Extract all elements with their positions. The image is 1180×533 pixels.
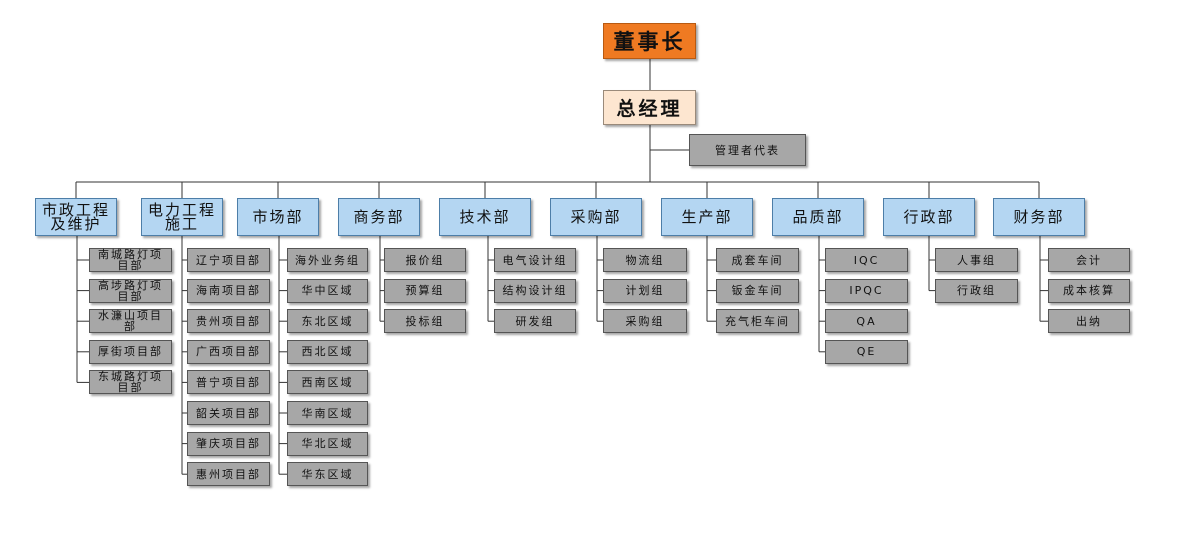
sub-unit-box: 行政组 — [935, 278, 1018, 303]
sub-unit-box: 预算组 — [384, 278, 466, 303]
sub-unit-box: 厚街项目部 — [89, 339, 172, 364]
sub-unit-box: 电气设计组 — [494, 248, 576, 272]
sub-unit-box: 结构设计组 — [494, 278, 576, 303]
department-box: 行政部 — [883, 198, 975, 236]
sub-unit-box: 贵州项目部 — [187, 309, 270, 334]
sub-unit-box: 研发组 — [494, 309, 576, 334]
department-box: 市场部 — [237, 198, 319, 236]
management-representative-box: 管理者代表 — [689, 134, 806, 166]
sub-unit-box: 物流组 — [603, 248, 687, 272]
sub-unit-box: 充气柜车间 — [716, 309, 799, 334]
sub-unit-box: IPQC — [825, 278, 908, 303]
chairman-box: 董事长 — [603, 23, 696, 59]
sub-unit-box: 韶关项目部 — [187, 401, 270, 425]
sub-unit-box: QA — [825, 309, 908, 334]
sub-unit-box: 南城路灯项目部 — [89, 248, 172, 272]
department-box: 生产部 — [661, 198, 753, 236]
department-box: 商务部 — [338, 198, 420, 236]
department-box: 品质部 — [772, 198, 864, 236]
sub-unit-box: 肇庆项目部 — [187, 431, 270, 456]
sub-unit-box: 会计 — [1048, 248, 1130, 272]
sub-unit-box: 钣金车间 — [716, 278, 799, 303]
sub-unit-box: 海外业务组 — [287, 248, 368, 272]
department-box: 采购部 — [550, 198, 642, 236]
sub-unit-box: 西北区域 — [287, 339, 368, 364]
sub-unit-box: 报价组 — [384, 248, 466, 272]
general-manager-box: 总经理 — [603, 90, 696, 125]
sub-unit-box: 华中区域 — [287, 278, 368, 303]
department-box: 财务部 — [993, 198, 1085, 236]
sub-unit-box: 辽宁项目部 — [187, 248, 270, 272]
sub-unit-box: 海南项目部 — [187, 278, 270, 303]
sub-unit-box: 华东区域 — [287, 462, 368, 487]
sub-unit-box: 东北区域 — [287, 309, 368, 334]
sub-unit-box: 华北区域 — [287, 431, 368, 456]
sub-unit-box: 出纳 — [1048, 309, 1130, 334]
department-box: 电力工程施工 — [141, 198, 223, 236]
sub-unit-box: 水濂山项目部 — [89, 309, 172, 334]
sub-unit-box: 成套车间 — [716, 248, 799, 272]
sub-unit-box: IQC — [825, 248, 908, 272]
sub-unit-box: 华南区域 — [287, 401, 368, 425]
sub-unit-box: 西南区域 — [287, 370, 368, 395]
sub-unit-box: 惠州项目部 — [187, 462, 270, 487]
sub-unit-box: 人事组 — [935, 248, 1018, 272]
sub-unit-box: 高埗路灯项目部 — [89, 278, 172, 303]
sub-unit-box: 采购组 — [603, 309, 687, 334]
sub-unit-box: 成本核算 — [1048, 278, 1130, 303]
sub-unit-box: 计划组 — [603, 278, 687, 303]
sub-unit-box: 普宁项目部 — [187, 370, 270, 395]
sub-unit-box: 广西项目部 — [187, 339, 270, 364]
department-box: 市政工程及维护 — [35, 198, 117, 236]
sub-unit-box: QE — [825, 339, 908, 364]
sub-unit-box: 投标组 — [384, 309, 466, 334]
department-box: 技术部 — [439, 198, 531, 236]
sub-unit-box: 东城路灯项目部 — [89, 370, 172, 395]
